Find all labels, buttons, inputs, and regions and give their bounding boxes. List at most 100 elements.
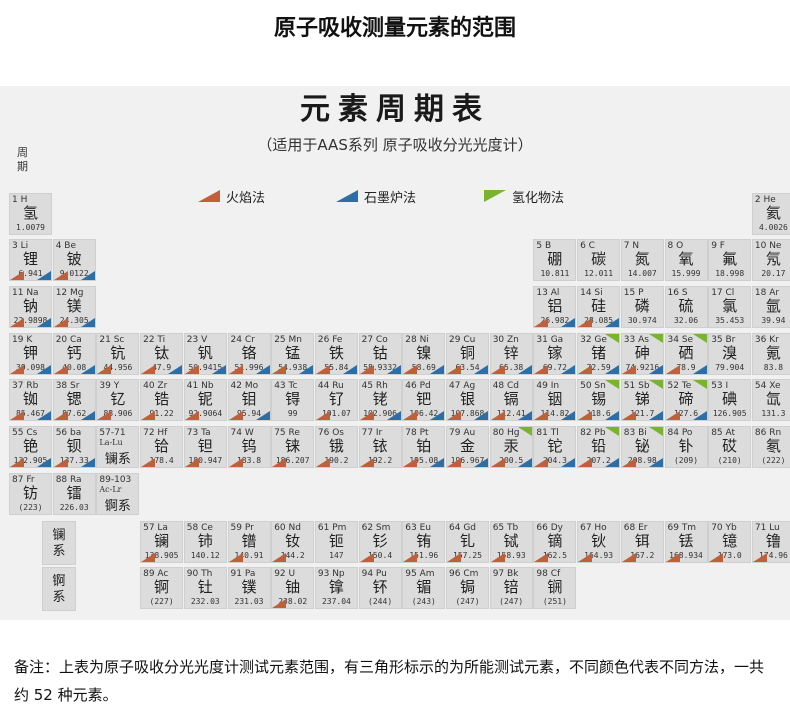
graphite-triangle-icon [37, 411, 51, 420]
element-number-symbol: 89 Ac [143, 569, 169, 579]
element-name: 溴 [722, 344, 738, 362]
element-mass: 18.998 [715, 269, 745, 278]
element-mass: 107.868 [450, 409, 485, 418]
element-mass: 167.2 [630, 551, 655, 560]
flame-triangle-icon [621, 365, 636, 374]
element-name: 砷 [634, 344, 650, 362]
element-mass: 32.06 [673, 316, 699, 325]
graphite-triangle-icon [386, 365, 401, 374]
element-number-symbol: 4 Be [55, 241, 76, 251]
element-name: 铈 [197, 532, 213, 550]
element-number-symbol: 73 Ta [186, 428, 211, 438]
element-name: 铬 [241, 344, 257, 362]
flame-triangle-icon [53, 411, 68, 420]
element-number-symbol: 67 Ho [580, 523, 607, 533]
hydride-triangle-icon [692, 380, 707, 389]
element-number-symbol: 5 B [536, 241, 552, 251]
element-mass: 4.0026 [758, 223, 788, 232]
flame-triangle-icon [272, 458, 287, 467]
element-mass: 63.54 [455, 363, 480, 372]
element-name: 铂 [416, 437, 432, 455]
graphite-triangle-icon [517, 411, 532, 420]
element-mass: 78.9 [676, 363, 696, 372]
element-mass: 72.59 [586, 363, 611, 372]
element-name: 氩 [765, 297, 781, 315]
element-mass: (247) [455, 597, 480, 606]
element-mass: 92.9064 [188, 409, 223, 418]
element-mass: 58.9332 [363, 363, 397, 372]
element-mass: 183.8 [236, 456, 262, 465]
element-number-symbol: 37 Rb [12, 381, 39, 391]
element-name: 钋 [678, 437, 694, 455]
flame-triangle-icon [447, 411, 461, 420]
graphite-triangle-icon [386, 411, 401, 420]
period-label: 周期 [17, 146, 28, 173]
graphite-triangle-icon [648, 458, 663, 467]
element-mass: 69.72 [542, 363, 567, 372]
series-symbols: La-Lu [99, 438, 123, 447]
element-name: 镓 [547, 344, 563, 362]
graphite-triangle-icon [430, 411, 445, 420]
graphite-triangle-icon [336, 190, 358, 202]
element-mass: 55.84 [324, 363, 349, 372]
element-name: 砹 [722, 437, 738, 455]
element-name: 氖 [765, 250, 781, 268]
element-name: 锶 [66, 390, 82, 408]
element-mass: 1.0079 [16, 223, 45, 232]
element-number-symbol: 93 Np [317, 569, 345, 579]
element-name: 镭 [66, 484, 82, 502]
flame-triangle-icon [184, 365, 199, 374]
element-name: 氪 [765, 344, 781, 362]
graphite-triangle-icon [37, 271, 51, 280]
element-name: 硼 [547, 250, 563, 268]
element-mass: 28.085 [584, 316, 614, 325]
element-name: 铑 [372, 390, 388, 408]
element-name: 碳 [591, 250, 607, 268]
element-mass: 91.22 [149, 409, 174, 418]
element-number-symbol: 94 Pu [361, 569, 387, 579]
element-mass: 54.938 [278, 363, 308, 372]
element-number-symbol: 98 Cf [536, 569, 561, 579]
flame-triangle-icon [184, 458, 199, 467]
series-row-label: 锕 系 [42, 567, 76, 611]
element-name: 磷 [634, 297, 650, 315]
flame-triangle-icon [665, 553, 680, 562]
flame-triangle-icon [578, 365, 593, 374]
element-number-symbol: 1 H [12, 195, 28, 205]
flame-triangle-icon [359, 411, 374, 420]
element-number-symbol: 64 Gd [449, 523, 476, 533]
element-name: 锎 [547, 578, 563, 596]
element-mass: 26.982 [540, 316, 570, 325]
element-mass: 140.12 [190, 551, 220, 560]
graphite-triangle-icon [648, 411, 663, 420]
element-name: 锫 [503, 578, 519, 596]
element-mass: 44.956 [103, 363, 133, 372]
graphite-triangle-icon [648, 365, 663, 374]
